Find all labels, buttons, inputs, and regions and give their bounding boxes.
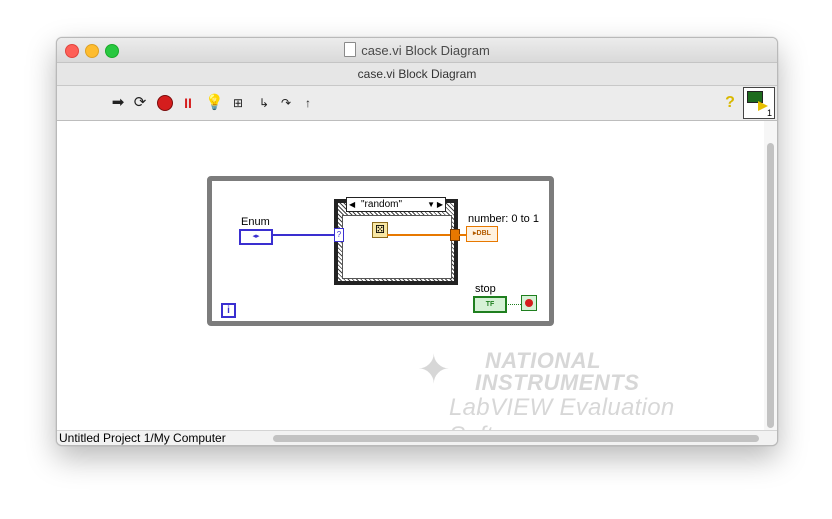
horizontal-scroll-thumb[interactable] <box>273 435 759 442</box>
stop-label[interactable]: stop <box>475 283 496 295</box>
toolbar: ➡ ⟳ II 💡 ⊞ ↳ ↷ ↑ ? 1 <box>57 86 777 121</box>
previous-case-icon[interactable]: ◀ <box>349 200 356 209</box>
run-button[interactable]: ➡ <box>109 94 127 112</box>
vi-icon[interactable]: 1 <box>743 87 775 119</box>
step-into-button[interactable]: ↳ <box>255 94 273 112</box>
stop-button-terminal[interactable]: TF <box>473 296 507 313</box>
run-continuously-button[interactable]: ⟳ <box>131 94 149 112</box>
block-diagram-canvas[interactable]: ✦ NATIONAL INSTRUMENTS LabVIEW Evaluatio… <box>57 121 763 445</box>
enum-control-terminal[interactable]: ◂▸ <box>239 229 273 245</box>
highlight-execution-bulb-icon: 💡 <box>205 94 224 111</box>
case-selector-terminal[interactable]: ? <box>334 228 344 242</box>
vertical-scrollbar[interactable] <box>764 121 777 430</box>
watermark-line2: INSTRUMENTS <box>475 370 640 395</box>
project-context-text[interactable]: Untitled Project 1/My Computer <box>59 431 226 445</box>
vi-icon-arrow <box>758 101 768 111</box>
close-window-button[interactable] <box>65 44 79 58</box>
status-bar: Untitled Project 1/My Computer <box>57 430 777 445</box>
retain-wire-values-icon: ⊞ <box>232 96 244 110</box>
step-over-icon: ↷ <box>280 96 292 110</box>
retain-wire-values-button[interactable]: ⊞ <box>229 94 247 112</box>
next-case-icon[interactable]: ▶ <box>436 200 443 209</box>
loop-condition-terminal[interactable] <box>521 295 537 311</box>
number-indicator-label[interactable]: number: 0 to 1 <box>468 213 539 225</box>
zoom-window-button[interactable] <box>105 44 119 58</box>
step-over-button[interactable]: ↷ <box>277 94 295 112</box>
document-icon <box>344 42 357 57</box>
dbl-wire[interactable] <box>387 234 450 236</box>
pause-button[interactable]: II <box>184 95 192 111</box>
while-loop[interactable]: i <box>207 176 554 326</box>
vi-icon-number: 1 <box>766 108 772 118</box>
abort-execution-button[interactable] <box>157 95 173 111</box>
vertical-scroll-thumb[interactable] <box>767 143 774 428</box>
step-into-icon: ↳ <box>258 96 270 110</box>
window-title: case.vi Block Diagram <box>57 42 777 58</box>
number-indicator-terminal[interactable]: ▸DBL <box>466 226 498 242</box>
ni-watermark: ✦ NATIONAL INSTRUMENTS LabVIEW Evaluatio… <box>417 346 757 445</box>
vi-icon-screen <box>747 91 763 103</box>
ni-eagle-logo-icon: ✦ <box>417 348 451 392</box>
case-selector-label[interactable]: ◀ "random" ▼ ▶ <box>346 197 446 212</box>
highlight-execution-button[interactable]: 💡 <box>205 94 224 112</box>
case-structure-frame <box>342 215 452 279</box>
run-continuously-icon: ⟳ <box>133 94 147 111</box>
case-selector-value: "random" <box>361 199 403 210</box>
dbl-wire-out[interactable] <box>459 234 467 236</box>
boolean-wire[interactable] <box>505 304 521 305</box>
window-title-text: case.vi Block Diagram <box>361 43 490 58</box>
step-out-button[interactable]: ↑ <box>299 94 317 112</box>
random-number-dice-icon[interactable]: ⚄ <box>372 222 388 238</box>
title-bar[interactable]: case.vi Block Diagram <box>57 38 777 63</box>
enum-label[interactable]: Enum <box>241 216 270 228</box>
loop-iteration-terminal[interactable]: i <box>221 303 236 318</box>
watermark-line1: NATIONAL <box>485 348 602 373</box>
minimize-window-button[interactable] <box>85 44 99 58</box>
block-diagram-window: case.vi Block Diagram case.vi Block Diag… <box>56 37 778 446</box>
case-structure[interactable]: ◀ "random" ▼ ▶ <box>334 197 458 285</box>
context-help-button[interactable]: ? <box>725 94 735 111</box>
enum-wire[interactable] <box>271 234 335 236</box>
case-dropdown-icon[interactable]: ▼ <box>427 200 435 209</box>
run-arrow-icon: ➡ <box>111 94 125 111</box>
step-out-icon: ↑ <box>305 96 311 110</box>
window-subtitle: case.vi Block Diagram <box>57 63 777 86</box>
